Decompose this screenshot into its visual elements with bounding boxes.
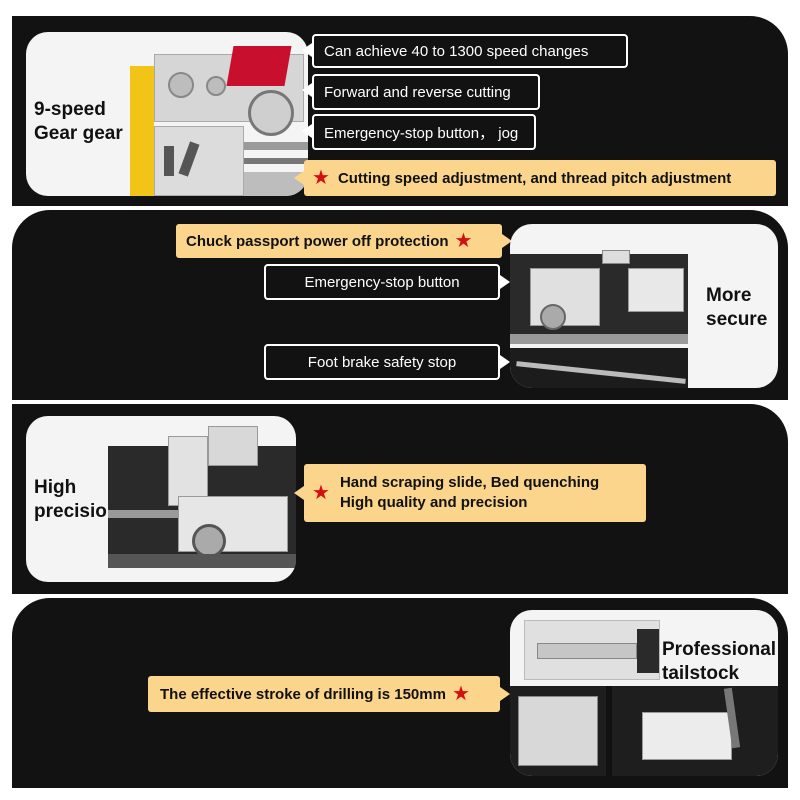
forward-reverse-callout: Forward and reverse cutting <box>312 74 540 110</box>
emergency-jog-callout: Emergency-stop button， jog <box>312 114 536 150</box>
arrow-pointer-icon <box>500 687 510 701</box>
star-icon: ★ <box>312 167 330 189</box>
lathe-headstock-card: 9-speed Gear gear <box>26 32 308 196</box>
speed-changes-callout: Can achieve 40 to 1300 speed changes <box>312 34 628 68</box>
arrow-pointer-icon <box>302 43 312 57</box>
section-gear-panel: 9-speed Gear gear Can achieve 40 to 1300… <box>12 16 788 206</box>
section-tailstock-panel: The effective stroke of drilling is 150m… <box>12 598 788 788</box>
lathe-safety-card: More secure <box>510 224 778 388</box>
arrow-pointer-icon <box>502 234 512 248</box>
tailstock-quill-image <box>524 620 660 680</box>
secure-title: More secure <box>706 285 768 330</box>
emergency-stop-callout: Emergency-stop button <box>264 264 500 300</box>
tailstock-title: Professional tailstock <box>662 639 777 684</box>
lathe-full-image <box>510 224 690 388</box>
cutting-speed-highlight: ★ Cutting speed adjustment, and thread p… <box>304 160 776 196</box>
gear-title: 9-speed Gear gear <box>34 99 123 144</box>
foot-brake-callout: Foot brake safety stop <box>264 344 500 380</box>
section-secure-panel: Chuck passport power off protection ★ Em… <box>12 210 788 400</box>
arrow-pointer-icon <box>294 486 304 500</box>
lathe-carriage-card: High precision <box>26 416 296 582</box>
star-icon: ★ <box>312 482 330 504</box>
arrow-pointer-icon <box>302 124 312 138</box>
hand-scraping-highlight: ★ Hand scraping slide, Bed quenching Hig… <box>304 464 646 522</box>
section-precision-panel: High precision ★ Hand scraping slide, Be… <box>12 404 788 594</box>
chuck-protection-highlight: Chuck passport power off protection ★ <box>176 224 502 258</box>
arrow-pointer-icon <box>294 171 304 185</box>
lathe-headstock-image <box>130 46 308 196</box>
arrow-pointer-icon <box>500 355 510 369</box>
star-icon: ★ <box>451 683 470 705</box>
drilling-stroke-highlight: The effective stroke of drilling is 150m… <box>148 676 500 712</box>
tailstock-image <box>510 686 778 776</box>
star-icon: ★ <box>454 230 473 252</box>
tailstock-card: Professional tailstock <box>510 610 778 776</box>
lathe-carriage-image <box>108 426 296 582</box>
arrow-pointer-icon <box>302 83 312 97</box>
precision-title: High precision <box>34 477 119 522</box>
arrow-pointer-icon <box>500 275 510 289</box>
